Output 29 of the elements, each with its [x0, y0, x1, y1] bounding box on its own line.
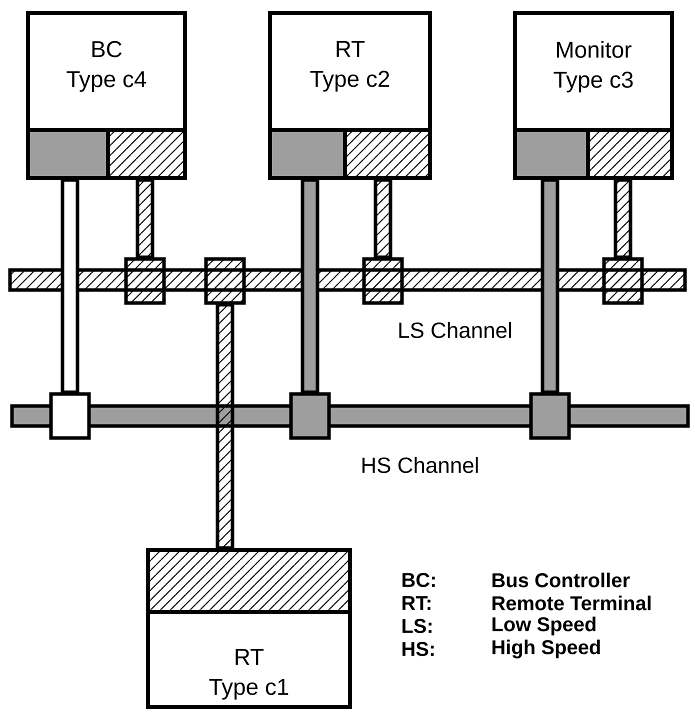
- stub-line: [136, 178, 154, 259]
- coupler-box: [204, 257, 246, 305]
- legend-text: BC:: [402, 572, 435, 588]
- stub-line: [60, 178, 80, 394]
- coupler-box: [124, 257, 166, 305]
- legend-text: RT:: [402, 596, 430, 610]
- device-box: RT Type c1: [146, 548, 352, 709]
- stub-line: [216, 303, 234, 550]
- device-box: RT Type c2: [268, 11, 432, 180]
- legend-text: Remote Terminal: [492, 596, 651, 610]
- legend-text: High Speed: [492, 640, 600, 658]
- stub-line: [300, 178, 320, 394]
- legend-text: Low Speed: [492, 616, 596, 636]
- stub-line: [614, 178, 632, 259]
- legend-text: Bus Controller: [492, 572, 630, 588]
- stub-line: [540, 178, 560, 394]
- device-box: Monitor Type c3: [513, 11, 674, 180]
- coupler-box: [529, 392, 571, 440]
- device-box: BC Type c4: [26, 11, 187, 180]
- bus-bar: LS Channel: [8, 268, 687, 338]
- node-label: LS Channel: [399, 322, 511, 338]
- coupler-box: [49, 392, 91, 440]
- stub-line: [374, 178, 392, 259]
- legend-text: LS:: [402, 618, 432, 634]
- node-label: HS Channel: [362, 456, 478, 474]
- coupler-box: [602, 257, 644, 305]
- legend-text: HS:: [402, 642, 434, 656]
- coupler-box: [362, 257, 404, 305]
- coupler-box: [289, 392, 331, 440]
